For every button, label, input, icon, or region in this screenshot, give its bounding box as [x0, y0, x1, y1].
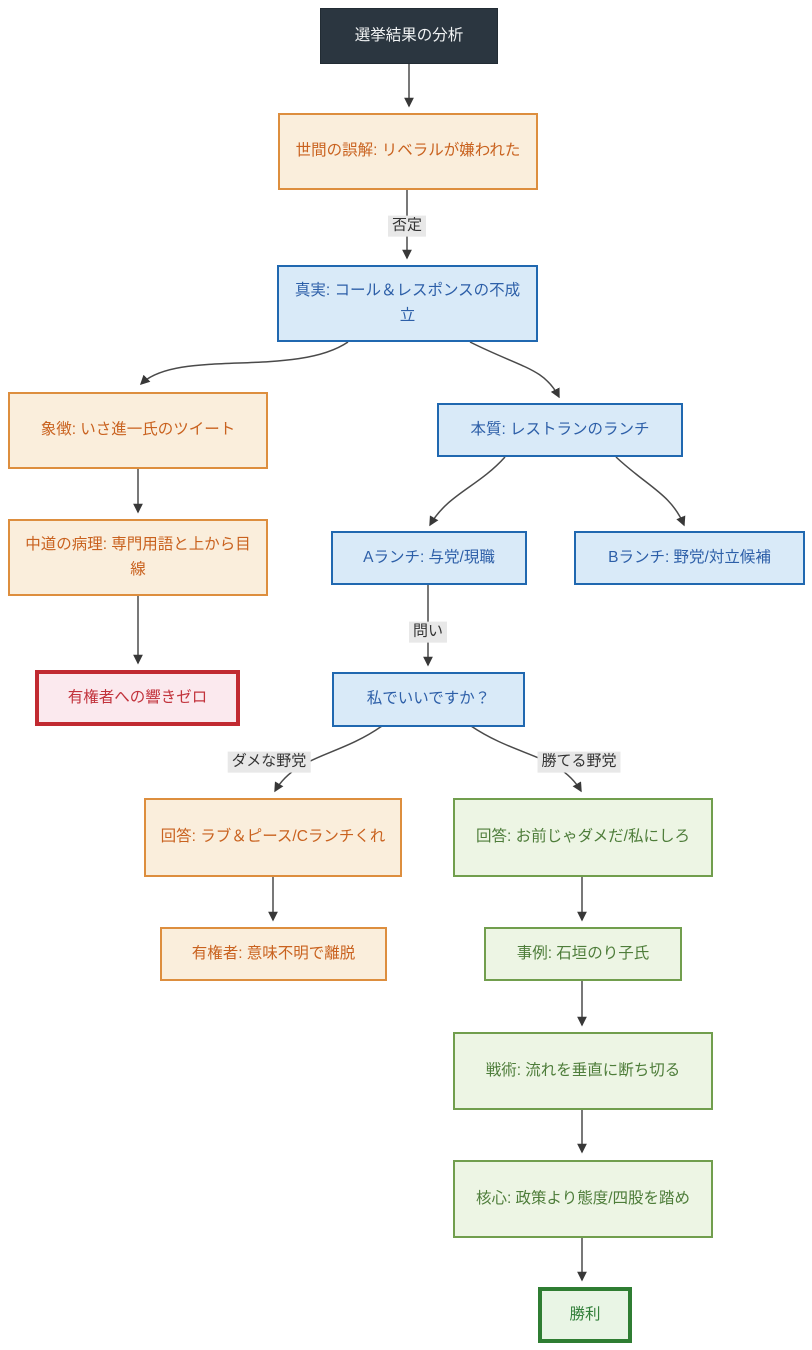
edge-truth-essence [469, 341, 560, 399]
node-essence: 本質: レストランのランチ [437, 403, 683, 457]
node-lunch-b: Bランチ: 野党/対立候補 [574, 531, 805, 585]
edge-label-bad-opposition: ダメな野党 [227, 751, 311, 773]
node-core: 核心: 政策より態度/四股を踏め [453, 1160, 713, 1238]
node-tactic: 戦術: 流れを垂直に断ち切る [453, 1032, 713, 1110]
edge-label-denial: 否定 [387, 215, 427, 237]
node-victory: 勝利 [538, 1287, 632, 1343]
edge-truth-symbol [139, 341, 349, 386]
node-question: 私でいいですか？ [332, 672, 525, 727]
node-symbol: 象徴: いさ進一氏のツイート [8, 392, 268, 469]
node-pathology: 中道の病理: 専門用語と上から目線 [8, 519, 268, 596]
edge-question-goodAnswer [470, 725, 582, 793]
node-voters-leave: 有権者: 意味不明で離脱 [160, 927, 387, 981]
node-bad-answer: 回答: ラブ＆ピース/Cランチくれ [144, 798, 402, 877]
edge-essence-lunchB [615, 456, 686, 527]
node-root: 選挙結果の分析 [320, 8, 498, 64]
node-truth: 真実: コール＆レスポンスの不成立 [277, 265, 538, 342]
edge-question-badAnswer [274, 725, 383, 793]
node-example: 事例: 石垣のり子氏 [484, 927, 682, 981]
node-good-answer: 回答: お前じゃダメだ/私にしろ [453, 798, 713, 877]
node-zero-impact: 有権者への響きゼロ [35, 670, 240, 726]
node-misconception: 世間の誤解: リベラルが嫌われた [278, 113, 538, 190]
node-lunch-a: Aランチ: 与党/現職 [331, 531, 527, 585]
edge-essence-lunchA [429, 456, 506, 527]
edge-label-question: 問い [408, 621, 448, 643]
edge-label-winning-opposition: 勝てる野党 [537, 751, 621, 773]
